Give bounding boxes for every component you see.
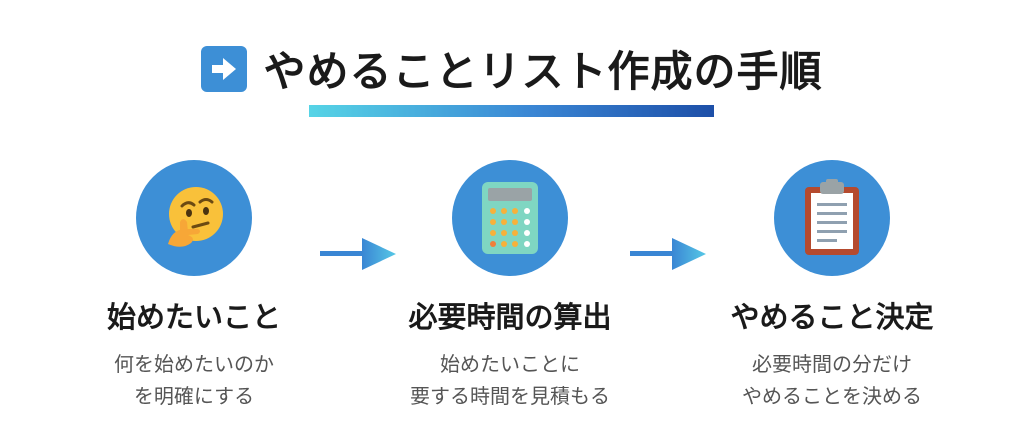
step-2: 必要時間の算出 始めたいことに 要する時間を見積もる — [360, 160, 660, 412]
page-title-row: やめることリスト作成の手順 — [0, 38, 1024, 99]
arrow-right-icon — [320, 238, 396, 270]
title-underline — [309, 105, 714, 117]
step-3-icon-circle — [774, 160, 890, 276]
step-3-title: やめること決定 — [730, 300, 934, 334]
step-2-icon-circle — [452, 160, 568, 276]
step-1: 始めたいこと 何を始めたいのか を明確にする — [44, 160, 344, 412]
clipboard-icon — [805, 179, 859, 255]
step-1-icon-circle — [136, 160, 252, 276]
step-3-desc-line-1: 必要時間の分だけ — [752, 352, 912, 376]
step-2-desc-line-2: 要する時間を見積もる — [410, 384, 610, 408]
step-3: やめること決定 必要時間の分だけ やめることを決める — [682, 160, 982, 412]
arrow-right-icon — [630, 238, 706, 270]
step-2-title: 必要時間の算出 — [408, 300, 612, 334]
step-1-title: 始めたいこと — [106, 300, 281, 334]
step-2-desc-line-1: 始めたいことに — [440, 352, 580, 376]
step-1-desc-line-1: 何を始めたいのか — [114, 352, 274, 376]
step-2-description: 始めたいことに 要する時間を見積もる — [410, 348, 610, 412]
step-3-desc-line-2: やめることを決める — [742, 384, 922, 408]
page-title: やめることリスト作成の手順 — [263, 47, 823, 96]
step-3-description: 必要時間の分だけ やめることを決める — [742, 348, 922, 412]
step-1-description: 何を始めたいのか を明確にする — [114, 348, 274, 412]
thinking-face-icon — [168, 187, 223, 247]
step-1-desc-line-2: を明確にする — [133, 384, 255, 408]
calculator-icon — [482, 182, 538, 254]
arrow-right-icon — [201, 45, 248, 92]
